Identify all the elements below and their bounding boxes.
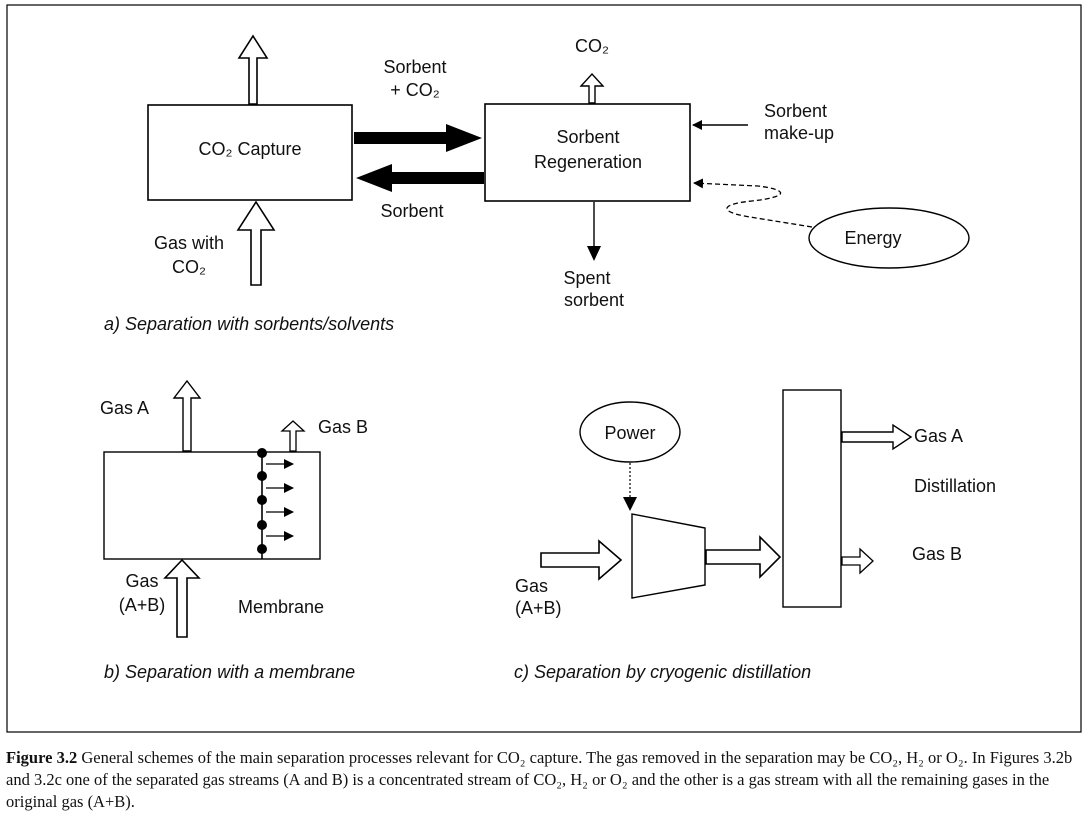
co2-out-arrow <box>579 72 605 104</box>
energy-ellipse <box>808 207 970 269</box>
panel-c-gas-b-arrow <box>841 547 874 575</box>
makeup-label-line1: Sorbent <box>764 101 827 121</box>
membrane-box <box>103 451 321 560</box>
regeneration-label-line2: Regeneration <box>534 152 642 172</box>
distillation-label: Distillation <box>914 476 996 496</box>
compressed-gas-arrow <box>705 535 782 579</box>
sorbent-co2-label-line1: Sorbent <box>383 57 446 77</box>
panel-c-gas-a-arrow <box>841 423 913 451</box>
figure-caption: Figure 3.2 General schemes of the main s… <box>6 747 1084 813</box>
panel-b-caption: b) Separation with a membrane <box>104 662 355 682</box>
sorbent-regeneration-box <box>484 103 691 202</box>
spent-label-line2: sorbent <box>564 290 624 310</box>
panel-b: Gas A Gas B Gas (A+B) Membrane b) Separa… <box>100 379 368 682</box>
panel-b-gas-in-line1: Gas <box>125 571 158 591</box>
gas-inlet-arrow <box>236 200 276 286</box>
permeate-arrows <box>266 459 294 541</box>
panel-b-gas-a-label: Gas A <box>100 398 149 418</box>
gas-a-out-arrow <box>172 379 202 452</box>
panel-b-gas-in-arrow <box>163 558 201 638</box>
panel-a: CO₂ Capture Sorbent + CO₂ Sorbent Gas wi… <box>104 34 970 334</box>
co2-capture-box <box>147 104 353 201</box>
panel-b-gas-in-line2: (A+B) <box>119 595 166 615</box>
makeup-label-line2: make-up <box>764 123 834 143</box>
figure-caption-text: General schemes of the main separation p… <box>6 748 1073 811</box>
capture-exhaust-arrow <box>237 34 269 105</box>
membrane-pores <box>257 448 267 554</box>
spent-sorbent-arrowhead <box>587 246 601 261</box>
panel-c-gas-b-label: Gas B <box>912 544 962 564</box>
panel-c-gas-a-label: Gas A <box>914 426 963 446</box>
regeneration-label-line1: Sorbent <box>556 127 619 147</box>
co2-out-label: CO₂ <box>575 36 609 56</box>
co2-capture-label: CO₂ Capture <box>198 139 301 159</box>
distillation-column <box>782 389 842 608</box>
panel-c-gas-in-line2: (A+B) <box>515 598 562 618</box>
compressor <box>631 513 706 599</box>
power-arrowhead <box>623 497 637 511</box>
sorbent-return-label: Sorbent <box>380 201 443 221</box>
gas-with-label-line1: Gas with <box>154 233 224 253</box>
gas-with-label-line2: CO₂ <box>172 257 206 277</box>
gas-b-out-arrow <box>280 420 306 452</box>
panel-b-gas-b-label: Gas B <box>318 417 368 437</box>
sorbent-co2-label-line2: + CO₂ <box>390 80 440 100</box>
energy-label: Energy <box>844 228 901 248</box>
spent-label-line1: Spent <box>563 268 610 288</box>
panel-c-caption: c) Separation by cryogenic distillation <box>514 662 811 682</box>
figure-caption-label: Figure 3.2 <box>6 748 78 767</box>
membrane-label: Membrane <box>238 597 324 617</box>
power-ellipse <box>579 401 681 463</box>
sorbent-return-arrow <box>356 164 484 192</box>
figure-frame <box>6 4 1082 733</box>
power-label: Power <box>604 423 655 443</box>
energy-dashed-arrow <box>693 178 813 228</box>
panel-c-gas-in-line1: Gas <box>515 576 548 596</box>
panel-c: Power Gas (A+B) Gas A Distillation Gas B… <box>514 389 996 682</box>
panel-a-caption: a) Separation with sorbents/solvents <box>104 314 394 334</box>
panel-c-gas-in-arrow <box>540 539 623 581</box>
sorbent-co2-arrow <box>354 124 482 152</box>
